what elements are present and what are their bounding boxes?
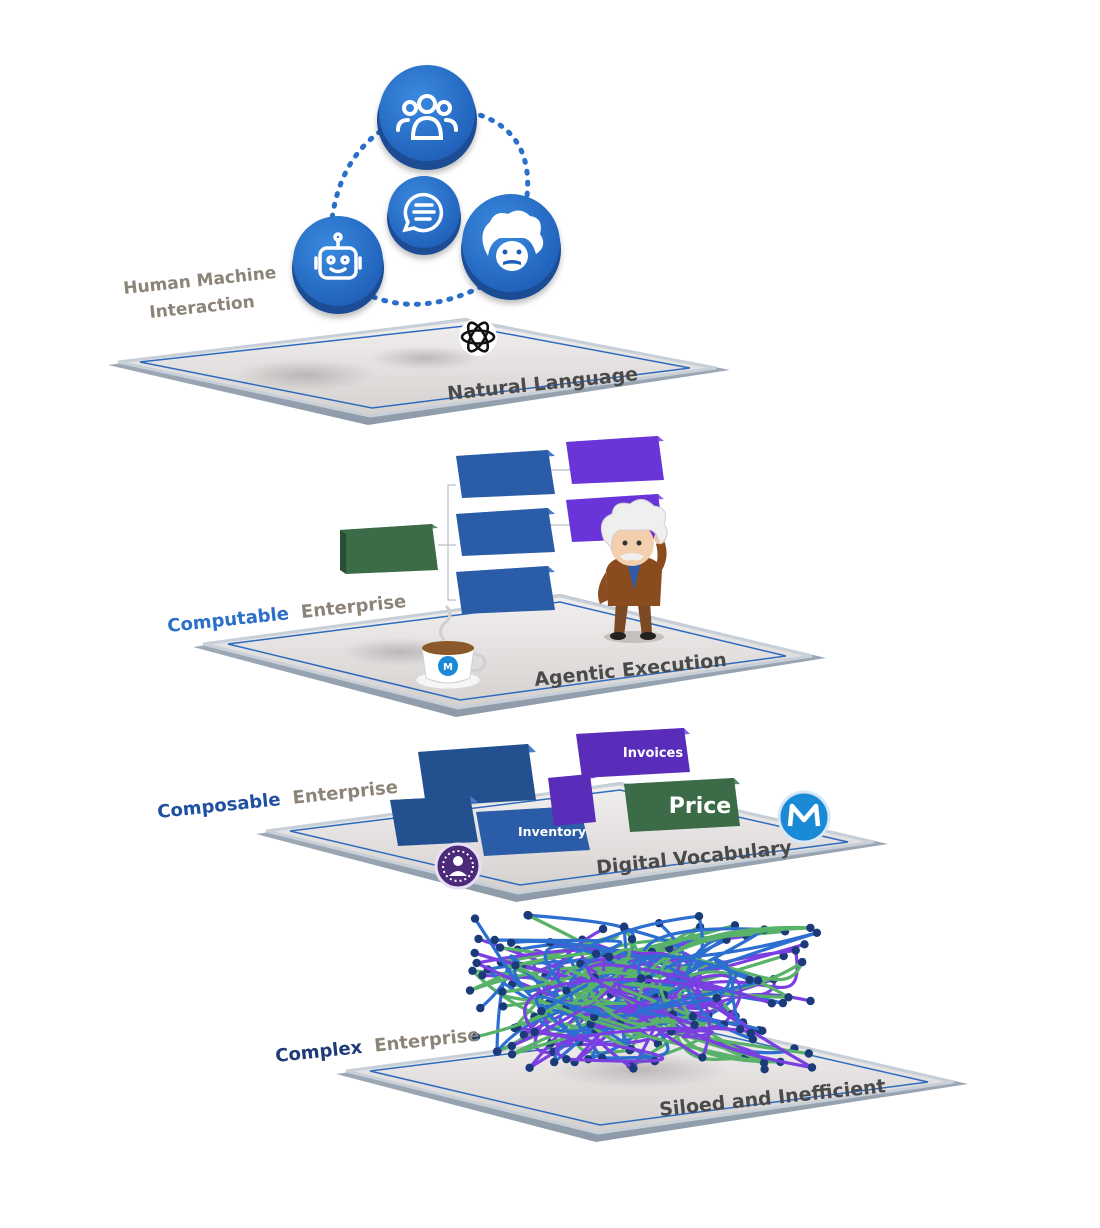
- tangle-node: [550, 1057, 559, 1067]
- tangle-strand: [523, 963, 773, 1063]
- tangle-node: [530, 1027, 539, 1037]
- einstein-character-icon: [598, 499, 668, 643]
- tangle-node: [690, 1020, 699, 1029]
- green-block: [340, 524, 438, 574]
- tangle-node: [629, 1064, 638, 1073]
- tangle-node: [598, 924, 608, 934]
- tangle-node: [499, 1002, 508, 1011]
- tangle-node: [778, 998, 788, 1008]
- tangle-node: [784, 993, 793, 1002]
- plane-natural-language: [108, 318, 730, 425]
- tangle-node: [472, 958, 481, 968]
- tangled-connections: [465, 910, 822, 1074]
- tangle-node: [478, 971, 487, 980]
- tangle-node: [759, 1058, 769, 1068]
- tangle-node: [800, 940, 809, 949]
- tangle-node: [605, 952, 614, 962]
- invoices-label: Invoices: [623, 746, 683, 761]
- tangle-node: [519, 1030, 528, 1040]
- tangle-node: [758, 1026, 767, 1036]
- mulesoft-icon: [777, 790, 831, 844]
- tangle-node: [507, 938, 516, 947]
- tangle-node: [736, 1024, 745, 1034]
- tangle-node: [476, 1003, 485, 1013]
- price-label: Price: [669, 794, 731, 819]
- tangle-node: [471, 1032, 481, 1042]
- tangle-strand: [583, 925, 811, 1027]
- side-label-complex-rest: Enterprise: [373, 1025, 480, 1057]
- tangle-node: [498, 987, 507, 996]
- blue-block-2: [456, 508, 555, 556]
- side-label-computable-accent: Computable: [166, 603, 290, 637]
- tangle-node: [779, 951, 788, 961]
- side-label-composable-rest: Enterprise: [292, 777, 399, 809]
- chat-icon: [387, 176, 461, 255]
- tangle-node: [537, 1006, 546, 1016]
- side-label-human-machine-line2: Interaction: [148, 292, 255, 323]
- side-label-complex-accent: Complex: [274, 1037, 363, 1067]
- tangle-node: [562, 986, 571, 995]
- tangle-node: [627, 935, 637, 944]
- robot-icon: [292, 216, 384, 314]
- einstein-icon: [461, 194, 561, 300]
- tangle-node: [767, 999, 776, 1008]
- svg-text:M: M: [443, 662, 453, 673]
- tangle-node: [492, 1047, 502, 1056]
- tangle-node: [712, 993, 721, 1003]
- tangle-node: [636, 974, 646, 983]
- composable-blocks-blue: [390, 744, 536, 846]
- tangle-node: [698, 1053, 707, 1062]
- tangle-node: [465, 986, 475, 995]
- mulesoft-coffee-icon: M: [415, 604, 487, 690]
- tangle-node: [754, 976, 763, 985]
- tangle-node: [474, 934, 483, 944]
- tangle-node: [791, 946, 800, 955]
- side-label-composable-accent: Composable: [156, 789, 281, 823]
- people-icon: [377, 65, 477, 170]
- tangle-node: [760, 1065, 769, 1074]
- tangle-node: [525, 1063, 534, 1073]
- blue-block-1: [456, 450, 555, 498]
- tangle-node: [798, 957, 807, 967]
- tangle-strand: [473, 914, 770, 1066]
- tangle-node: [806, 923, 815, 933]
- tangle-node: [490, 935, 499, 945]
- tangle-node: [495, 943, 505, 952]
- side-label-composable: Composable Enterprise: [156, 777, 399, 823]
- tangle-node: [806, 996, 815, 1006]
- tangle-node: [688, 1012, 698, 1021]
- openai-icon: [459, 318, 497, 356]
- tangle-node: [507, 1041, 516, 1051]
- tangle-node: [470, 914, 480, 923]
- tangle-node: [586, 1019, 595, 1029]
- tangle-node: [590, 1012, 599, 1022]
- blue-block-3: [456, 566, 555, 614]
- tangle-node: [807, 1063, 817, 1072]
- purple-block-1: [566, 436, 664, 484]
- tangle-node: [746, 1029, 755, 1038]
- tangle-node: [507, 1050, 517, 1059]
- price-block: Price: [624, 778, 740, 832]
- tangle-node: [470, 948, 479, 958]
- tangle-node: [804, 1049, 813, 1058]
- tangle-node: [745, 975, 754, 985]
- tangle-node: [511, 961, 520, 970]
- tangle-node: [694, 912, 704, 921]
- tangle-node: [812, 928, 822, 937]
- inventory-label: Inventory: [518, 824, 586, 839]
- tangle-node: [562, 1055, 571, 1064]
- side-label-human-machine-line1: Human Machine: [122, 263, 277, 299]
- invoices-block: Invoices: [548, 728, 690, 826]
- tangle-node: [468, 966, 477, 975]
- tangle-strand: [509, 937, 755, 1041]
- tangle-node: [591, 949, 601, 958]
- tangle-node: [524, 911, 533, 920]
- customer-icon: [434, 842, 482, 890]
